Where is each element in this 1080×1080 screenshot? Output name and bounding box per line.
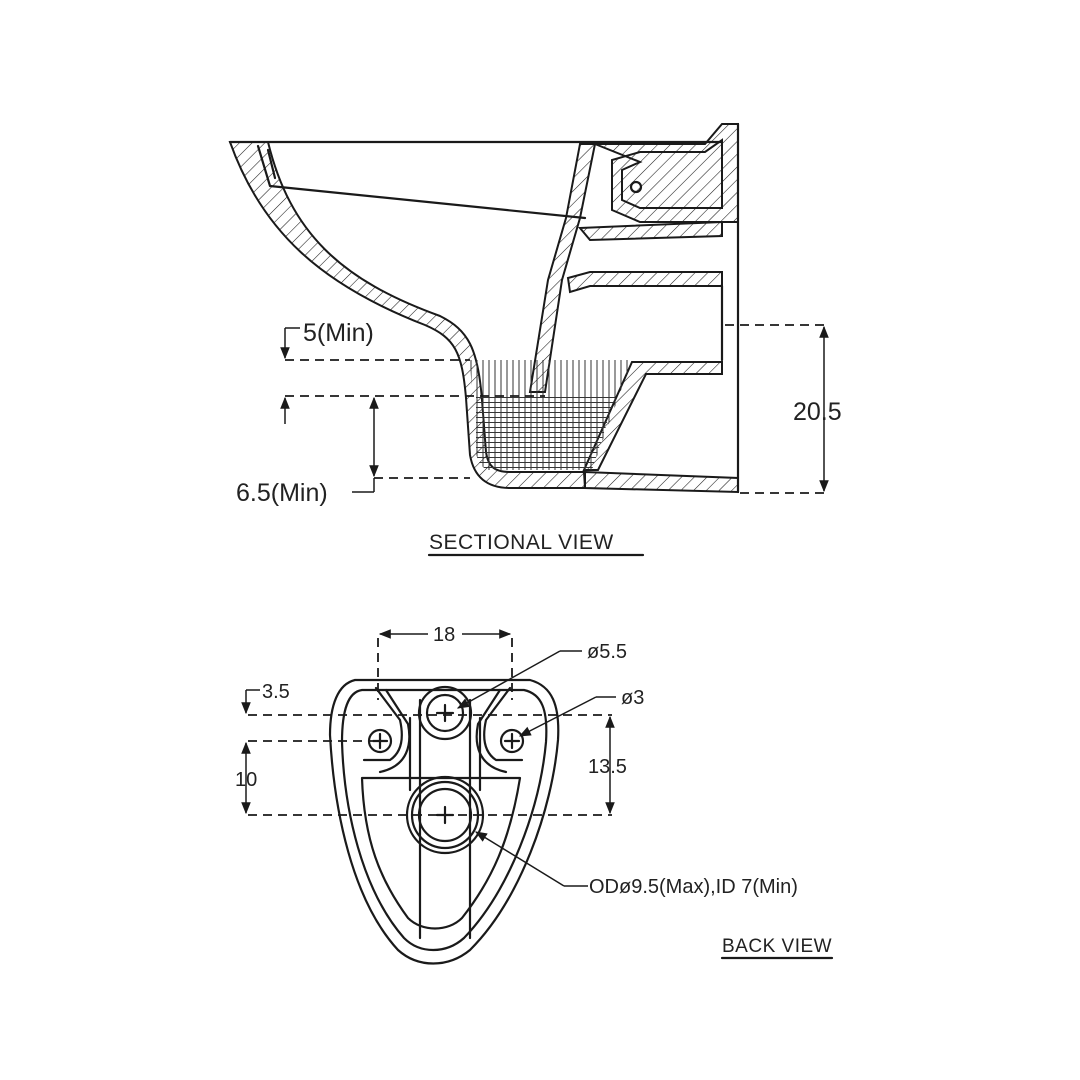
back-view: 18 3.5 10 13.5 ø5.5 ø3 ODø9.5(Max),ID 7(…	[235, 624, 834, 965]
back-outer-outline	[328, 678, 560, 965]
bowl-outer-wall	[228, 141, 587, 489]
dim-top-gap: 5(Min)	[303, 319, 374, 347]
dim-height: 20.5	[793, 398, 842, 426]
dim-left-span: 10	[235, 769, 257, 791]
trap-wall	[528, 143, 597, 393]
label-center-hole: ø5.5	[587, 641, 627, 663]
label-outlet: ODø9.5(Max),ID 7(Min)	[589, 876, 798, 898]
upper-passage	[577, 220, 723, 242]
lower-passage	[566, 271, 723, 294]
dim-bottom-gap: 6.5(Min)	[236, 479, 328, 507]
back-view-title: BACK VIEW	[722, 936, 832, 957]
sectional-view-title: SECTIONAL VIEW	[429, 531, 614, 554]
dim-top-offset: 3.5	[262, 681, 290, 703]
dim-width: 18	[433, 624, 455, 646]
sectional-view: 5(Min) 6.5(Min) 20.5 SECTIONAL VIEW	[228, 122, 842, 557]
rear-spigot	[594, 123, 739, 223]
label-side-hole: ø3	[621, 687, 644, 709]
base-wall	[584, 470, 739, 494]
dim-right-span: 13.5	[588, 756, 627, 778]
